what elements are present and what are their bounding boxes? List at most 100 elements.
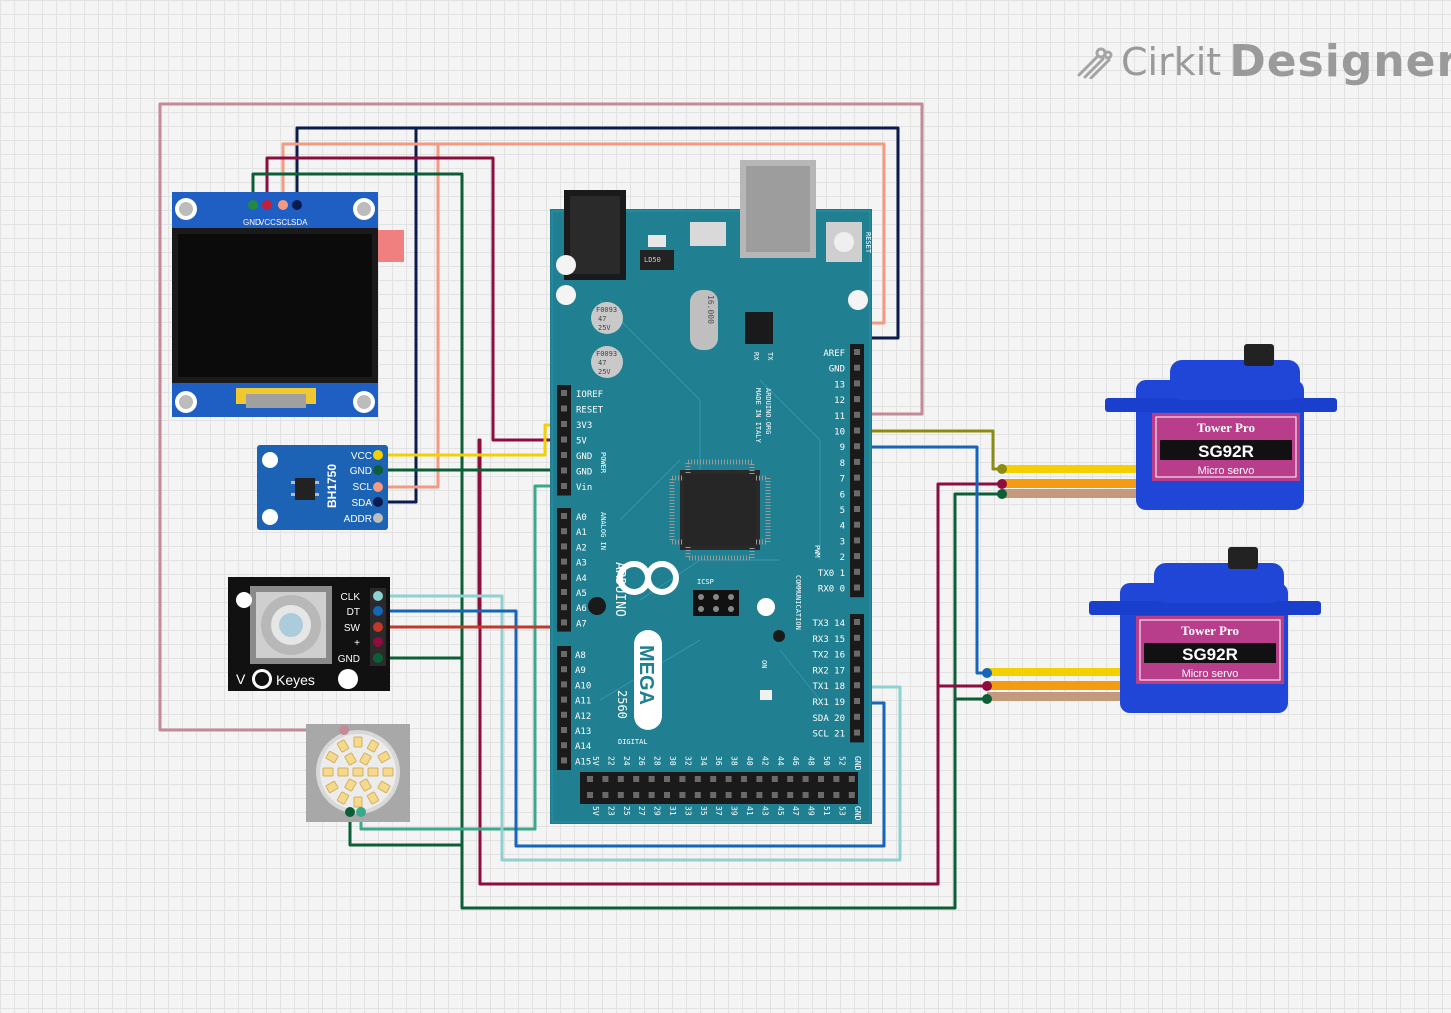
header-pin[interactable] bbox=[854, 729, 860, 736]
header-pin[interactable] bbox=[561, 757, 567, 764]
header-pin[interactable] bbox=[694, 792, 701, 798]
wire-lightblue-clk[interactable] bbox=[376, 594, 902, 862]
header-pin[interactable] bbox=[617, 776, 624, 782]
header-pin[interactable] bbox=[617, 792, 624, 798]
header-pin[interactable] bbox=[854, 490, 860, 497]
header-pin[interactable] bbox=[710, 776, 717, 782]
servo-1[interactable]: Tower Pro SG92R Micro servo bbox=[997, 344, 1337, 510]
header-pin[interactable] bbox=[854, 364, 860, 371]
header-pin[interactable] bbox=[664, 776, 670, 782]
header-pin[interactable] bbox=[561, 452, 567, 458]
header-pin[interactable] bbox=[741, 792, 747, 798]
header-pin[interactable] bbox=[854, 698, 860, 704]
header-pin[interactable] bbox=[802, 776, 809, 782]
header-pin[interactable] bbox=[561, 589, 567, 595]
header-pin[interactable] bbox=[561, 711, 567, 718]
header-pin[interactable] bbox=[854, 506, 860, 512]
header-pin[interactable] bbox=[854, 380, 860, 387]
led-lamp[interactable] bbox=[306, 724, 410, 822]
oled-pin-label: SCL bbox=[276, 218, 292, 227]
header-pin[interactable] bbox=[679, 776, 686, 782]
header-pin[interactable] bbox=[710, 792, 717, 798]
header-pin[interactable] bbox=[725, 776, 732, 782]
bh1750-sensor[interactable]: BH1750 VCC GND SCL SDA ADDR bbox=[257, 445, 388, 530]
header-pin[interactable] bbox=[854, 682, 860, 689]
header-pin[interactable] bbox=[787, 792, 794, 798]
header-pin[interactable] bbox=[833, 776, 840, 782]
header-pin[interactable] bbox=[561, 558, 567, 565]
header-pin[interactable] bbox=[854, 411, 860, 418]
rotary-encoder[interactable]: V Keyes CLK DT SW + GND bbox=[228, 577, 390, 691]
header-pin[interactable] bbox=[561, 513, 567, 519]
header-pin[interactable] bbox=[561, 405, 567, 412]
header-pin[interactable] bbox=[561, 467, 567, 474]
header-pin[interactable] bbox=[854, 619, 860, 625]
header-pin[interactable] bbox=[854, 396, 860, 403]
header-pin[interactable] bbox=[756, 776, 763, 782]
header-pin[interactable] bbox=[854, 349, 860, 355]
header-pin[interactable] bbox=[561, 727, 567, 733]
header-pin[interactable] bbox=[771, 776, 778, 782]
header-pin[interactable] bbox=[833, 792, 840, 798]
led-pin-signal bbox=[339, 725, 349, 735]
oled-display[interactable]: GND VCC SCL SDA bbox=[172, 192, 404, 417]
header-pin[interactable] bbox=[648, 776, 655, 782]
header-pin[interactable] bbox=[561, 742, 567, 749]
header-pin[interactable] bbox=[602, 792, 609, 798]
header-pin[interactable] bbox=[741, 776, 747, 782]
wire-salmon-scl[interactable] bbox=[281, 142, 886, 489]
header-pin[interactable] bbox=[561, 528, 567, 535]
header-pin[interactable] bbox=[854, 666, 860, 673]
header-pin[interactable] bbox=[787, 776, 794, 782]
header-pin[interactable] bbox=[802, 792, 809, 798]
header-pin[interactable] bbox=[854, 521, 860, 528]
header-pin[interactable] bbox=[664, 792, 670, 798]
header-pin[interactable] bbox=[561, 604, 567, 611]
header-pin[interactable] bbox=[854, 427, 860, 434]
header-pin[interactable] bbox=[848, 792, 855, 798]
header-pin[interactable] bbox=[818, 776, 824, 782]
header-pin[interactable] bbox=[854, 584, 860, 591]
header-pin[interactable] bbox=[633, 776, 640, 782]
header-pin[interactable] bbox=[854, 474, 860, 481]
header-pin[interactable] bbox=[561, 483, 567, 489]
wire-pink-led-d11[interactable] bbox=[158, 102, 924, 732]
header-pin[interactable] bbox=[587, 776, 593, 782]
wire-teal-vin[interactable] bbox=[359, 484, 569, 831]
servo-2[interactable]: Tower Pro SG92R Micro servo bbox=[982, 547, 1321, 713]
header-pin[interactable] bbox=[854, 568, 860, 575]
header-pin[interactable] bbox=[561, 543, 567, 550]
header-pin[interactable] bbox=[561, 696, 567, 703]
wire-green-gnd[interactable] bbox=[251, 172, 1004, 910]
header-pin[interactable] bbox=[561, 390, 567, 396]
header-pin[interactable] bbox=[854, 650, 860, 657]
header-pin[interactable] bbox=[633, 792, 640, 798]
wire-olive-d10[interactable] bbox=[855, 429, 1004, 471]
header-pin[interactable] bbox=[848, 776, 855, 782]
header-pin[interactable] bbox=[561, 666, 567, 673]
header-pin[interactable] bbox=[854, 458, 860, 465]
header-pin[interactable] bbox=[679, 792, 686, 798]
wire-navy-sda[interactable] bbox=[295, 126, 900, 504]
header-pin[interactable] bbox=[561, 681, 567, 688]
header-pin[interactable] bbox=[854, 443, 860, 450]
rx-label: RX bbox=[752, 352, 760, 361]
header-pin[interactable] bbox=[854, 713, 860, 720]
header-pin[interactable] bbox=[854, 634, 860, 641]
header-pin[interactable] bbox=[561, 573, 567, 580]
header-pin[interactable] bbox=[561, 651, 567, 657]
header-pin[interactable] bbox=[587, 792, 593, 798]
header-pin[interactable] bbox=[694, 776, 701, 782]
header-pin[interactable] bbox=[561, 421, 567, 427]
header-pin[interactable] bbox=[771, 792, 778, 798]
header-pin[interactable] bbox=[725, 792, 732, 798]
header-pin[interactable] bbox=[561, 436, 567, 443]
header-pin[interactable] bbox=[854, 553, 860, 560]
header-pin[interactable] bbox=[602, 776, 609, 782]
header-pin[interactable] bbox=[818, 792, 824, 798]
header-pin[interactable] bbox=[854, 537, 860, 544]
header-pin[interactable] bbox=[648, 792, 655, 798]
header-pin[interactable] bbox=[561, 619, 567, 626]
header-pin[interactable] bbox=[756, 792, 763, 798]
